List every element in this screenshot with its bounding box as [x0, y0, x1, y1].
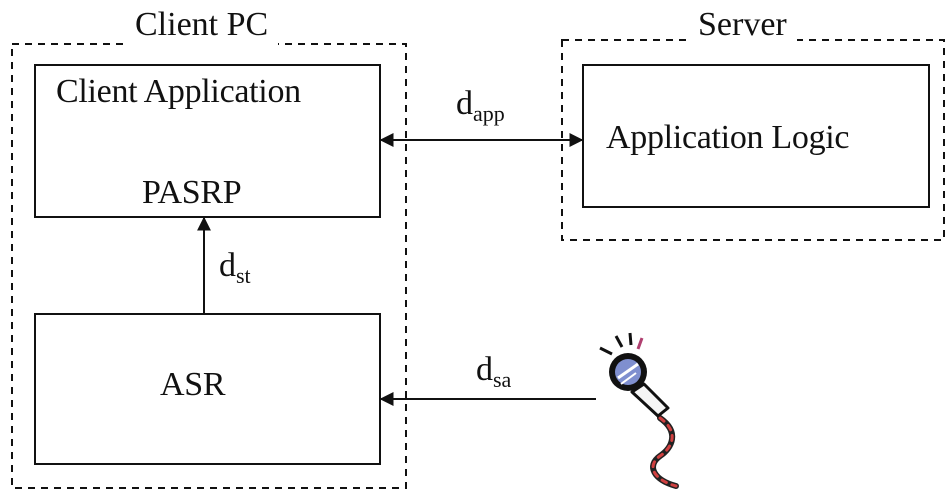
pasrp-label: PASRP — [142, 173, 241, 213]
asr-box: ASR — [34, 313, 381, 465]
st-connector-subscript: st — [236, 263, 251, 288]
app-connector-label: dapp — [456, 84, 505, 124]
client-application-label: Client Application — [56, 72, 301, 112]
app-connector-base: d — [456, 85, 473, 122]
client-application-box: Client Application PASRP — [34, 64, 381, 218]
st-connector-label: dst — [219, 246, 251, 286]
application-logic-label: Application Logic — [606, 118, 849, 158]
st-connector-base: d — [219, 247, 236, 284]
sa-connector-base: d — [476, 351, 493, 388]
application-logic-box: Application Logic — [582, 64, 930, 208]
asr-label: ASR — [160, 365, 225, 405]
microphone-icon — [600, 333, 676, 486]
app-connector-subscript: app — [473, 101, 505, 126]
sa-connector-label: dsa — [476, 350, 511, 390]
sa-connector-subscript: sa — [493, 367, 511, 392]
server-title: Server — [688, 5, 797, 45]
client-pc-title: Client PC — [125, 5, 278, 45]
